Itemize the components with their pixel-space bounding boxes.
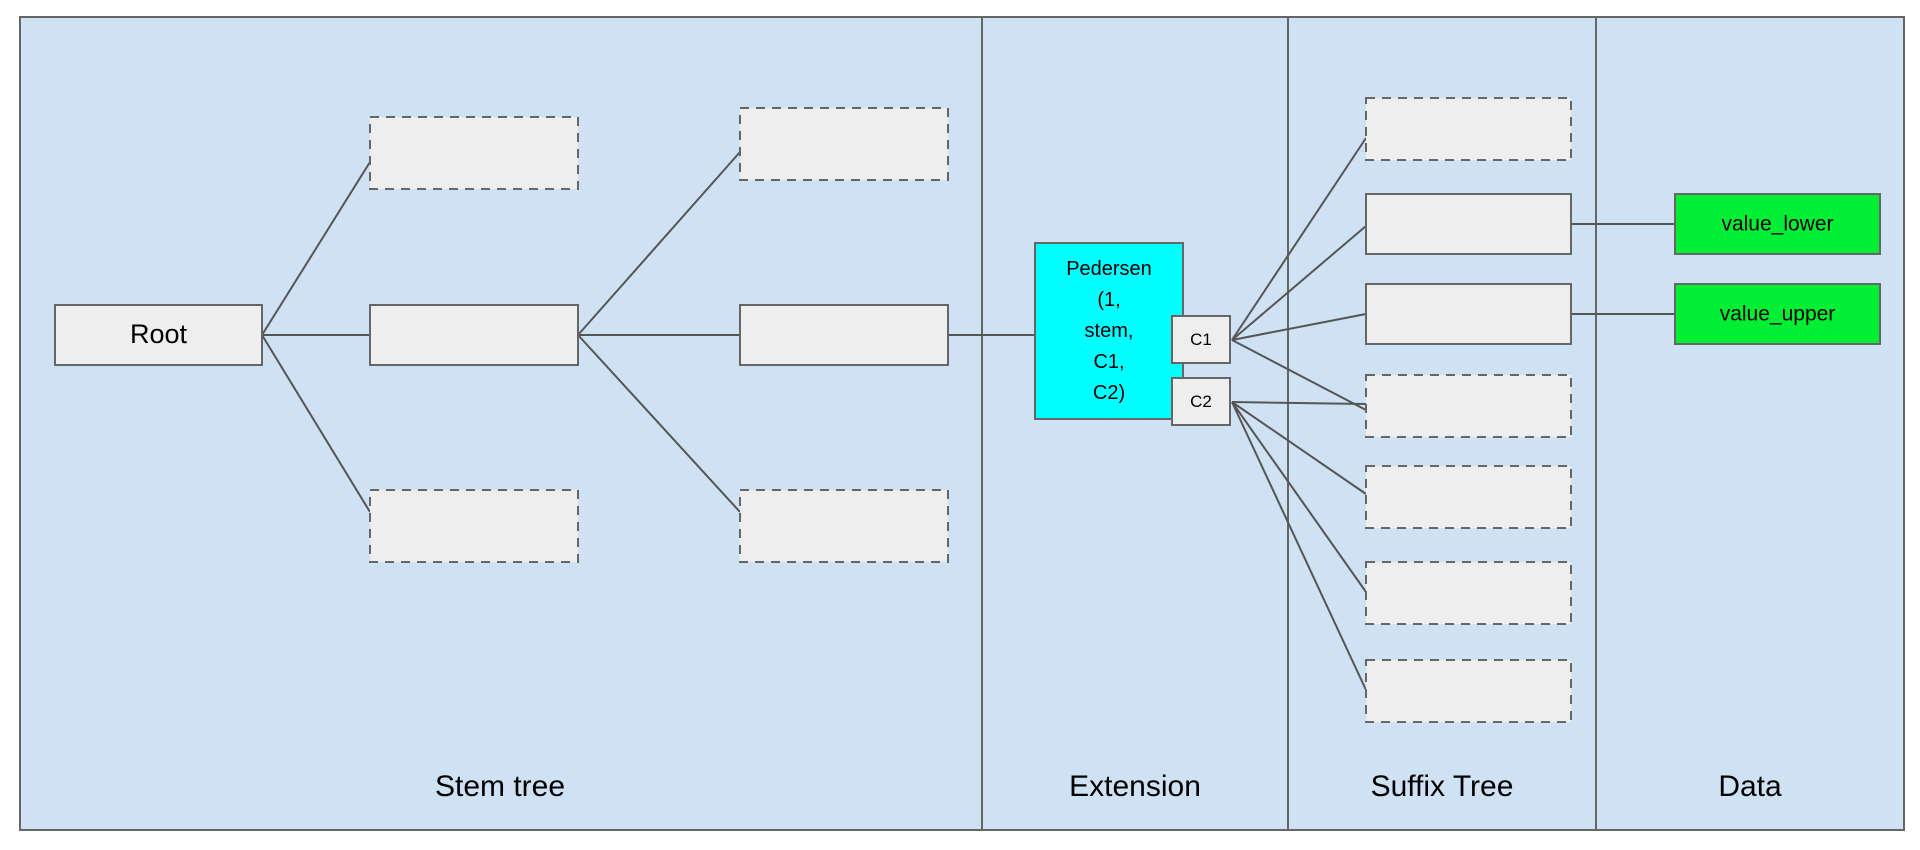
pedersen-node-label-line-5: C2) (1093, 382, 1125, 404)
panel-label-data: Data (1718, 770, 1782, 803)
stem-l2-bottom[interactable] (739, 489, 949, 563)
pedersen-node-label-line-3: stem, (1085, 320, 1134, 342)
panel-dividers (981, 17, 1597, 830)
stem-l1-bottom-box[interactable] (369, 489, 579, 563)
suffix-7-box[interactable] (1365, 659, 1572, 723)
panel-label-suffix-tree: Suffix Tree (1371, 770, 1514, 803)
pedersen-node-label-line-2: (1, (1097, 289, 1120, 311)
suffix-4-box[interactable] (1365, 374, 1572, 438)
stem-l1-top-box[interactable] (369, 116, 579, 190)
commitment-c2-label: C2 (1190, 392, 1212, 411)
data-value-upper-label: value_upper (1720, 303, 1836, 326)
edge-root-to-l1-bottom (261, 334, 371, 513)
pedersen-node[interactable]: Pedersen (1, stem, C1, C2) (1034, 242, 1184, 420)
panel-label-stem-tree: Stem tree (435, 770, 565, 803)
suffix-3-box[interactable] (1365, 283, 1572, 345)
stem-l1-bottom[interactable] (369, 489, 579, 563)
edge-layer (261, 137, 1675, 691)
stem-l2-middle[interactable] (739, 304, 949, 366)
suffix-7[interactable] (1365, 659, 1572, 723)
suffix-3[interactable] (1365, 283, 1572, 345)
data-value-lower-box[interactable] (1674, 193, 1881, 255)
suffix-1-box[interactable] (1365, 97, 1572, 161)
commitment-c2[interactable]: C2 (1171, 377, 1231, 426)
edge-c2-to-suffix-7 (1231, 401, 1367, 691)
suffix-2-box[interactable] (1365, 193, 1572, 255)
panel-label-layer: Stem tree Extension Suffix Tree Data (435, 770, 1782, 803)
stem-l2-top[interactable] (739, 107, 949, 181)
data-value-upper-box[interactable] (1674, 283, 1881, 345)
commitment-c1-box[interactable] (1171, 315, 1231, 364)
root-node-box[interactable] (54, 304, 263, 366)
suffix-5[interactable] (1365, 465, 1572, 529)
suffix-6[interactable] (1365, 561, 1572, 625)
edge-root-to-l1-top (261, 161, 371, 336)
stem-l2-middle-box[interactable] (739, 304, 949, 366)
panel-label-extension: Extension (1069, 770, 1201, 803)
stem-l1-middle[interactable] (369, 304, 579, 366)
edge-c2-to-suffix-5 (1231, 401, 1367, 495)
edge-l1-to-l2-top (577, 151, 741, 336)
commitment-c1-label: C1 (1190, 330, 1212, 349)
suffix-2[interactable] (1365, 193, 1572, 255)
edge-c1-to-suffix-3 (1231, 313, 1367, 341)
data-value-lower-label: value_lower (1721, 213, 1833, 236)
commitment-c1[interactable]: C1 (1171, 315, 1231, 364)
edge-c2-to-suffix-4 (1231, 401, 1367, 405)
edge-c2-to-suffix-6 (1231, 401, 1367, 593)
edge-c1-to-suffix-1 (1231, 137, 1367, 341)
root-node[interactable]: Root (54, 304, 263, 366)
suffix-1[interactable] (1365, 97, 1572, 161)
pedersen-node-box[interactable] (1034, 242, 1184, 420)
data-value-lower[interactable]: value_lower (1674, 193, 1881, 255)
root-node-label: Root (130, 319, 188, 349)
stem-l2-bottom-box[interactable] (739, 489, 949, 563)
pedersen-node-label-line-1: Pedersen (1066, 258, 1152, 280)
data-value-upper[interactable]: value_upper (1674, 283, 1881, 345)
suffix-5-box[interactable] (1365, 465, 1572, 529)
suffix-4[interactable] (1365, 374, 1572, 438)
suffix-6-box[interactable] (1365, 561, 1572, 625)
stem-l1-middle-box[interactable] (369, 304, 579, 366)
diagram-frame (19, 16, 1905, 831)
stem-l1-top[interactable] (369, 116, 579, 190)
stem-l2-top-box[interactable] (739, 107, 949, 181)
commitment-c2-box[interactable] (1171, 377, 1231, 426)
edge-c1-to-suffix-4 (1231, 339, 1367, 411)
edge-c1-to-suffix-2 (1231, 225, 1367, 341)
edge-l1-to-l2-bottom (577, 334, 741, 513)
pedersen-node-label-line-4: C1, (1093, 351, 1124, 373)
